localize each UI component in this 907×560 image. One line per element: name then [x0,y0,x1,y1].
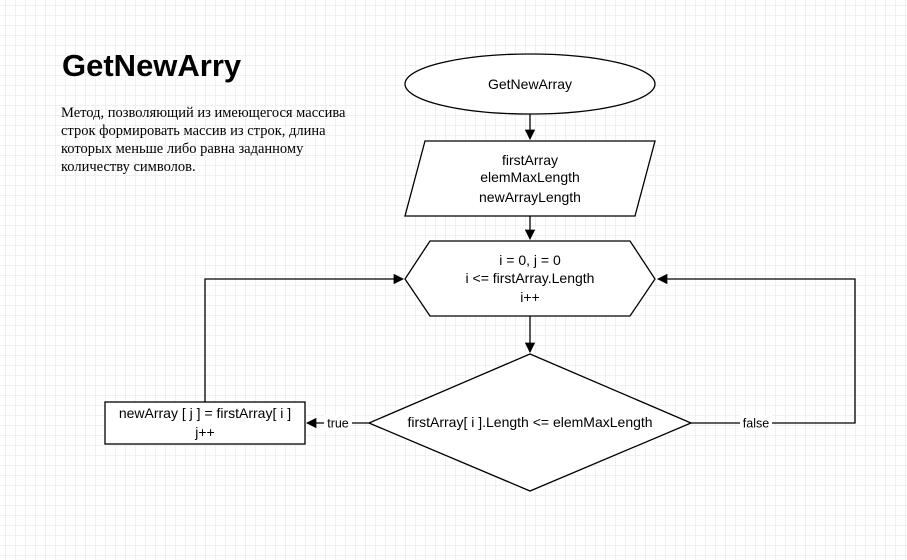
loop-node[interactable]: i = 0, j = 0 i <= firstArray.Length i++ [404,240,656,317]
process-node[interactable]: newArray [ j ] = firstArray[ i ] j++ [104,401,306,445]
decision-node[interactable]: firstArray[ i ].Length <= elemMaxLength [367,353,693,492]
start-node[interactable]: GetNewArray [404,53,656,115]
input-line-1: firstArray [502,152,558,168]
false-label-bg [740,415,772,431]
edge-process-back-to-loop [204,273,405,402]
loop-line-3: i++ [520,289,539,305]
input-node[interactable]: firstArray elemMaxLength newArrayLength [404,140,656,217]
true-label-bg [324,415,352,431]
edge-label-true: true [327,417,349,431]
edge-label-false: false [743,417,769,431]
edge-decision-false [656,273,856,424]
decision-label: firstArray[ i ].Length <= elemMaxLength [407,414,652,430]
process-line-2: j++ [194,424,214,440]
input-line-3: newArrayLength [479,189,581,205]
process-line-1: newArray [ j ] = firstArray[ i ] [119,405,291,421]
loop-line-1: i = 0, j = 0 [499,252,561,268]
page-title: GetNewArry [62,48,242,83]
method-description: Метод, позволяющий из имеющегося массива… [61,105,346,175]
start-node-label: GetNewArray [488,76,572,92]
input-line-2: elemMaxLength [480,169,580,185]
connectors [204,114,856,429]
loop-line-2: i <= firstArray.Length [466,270,595,286]
